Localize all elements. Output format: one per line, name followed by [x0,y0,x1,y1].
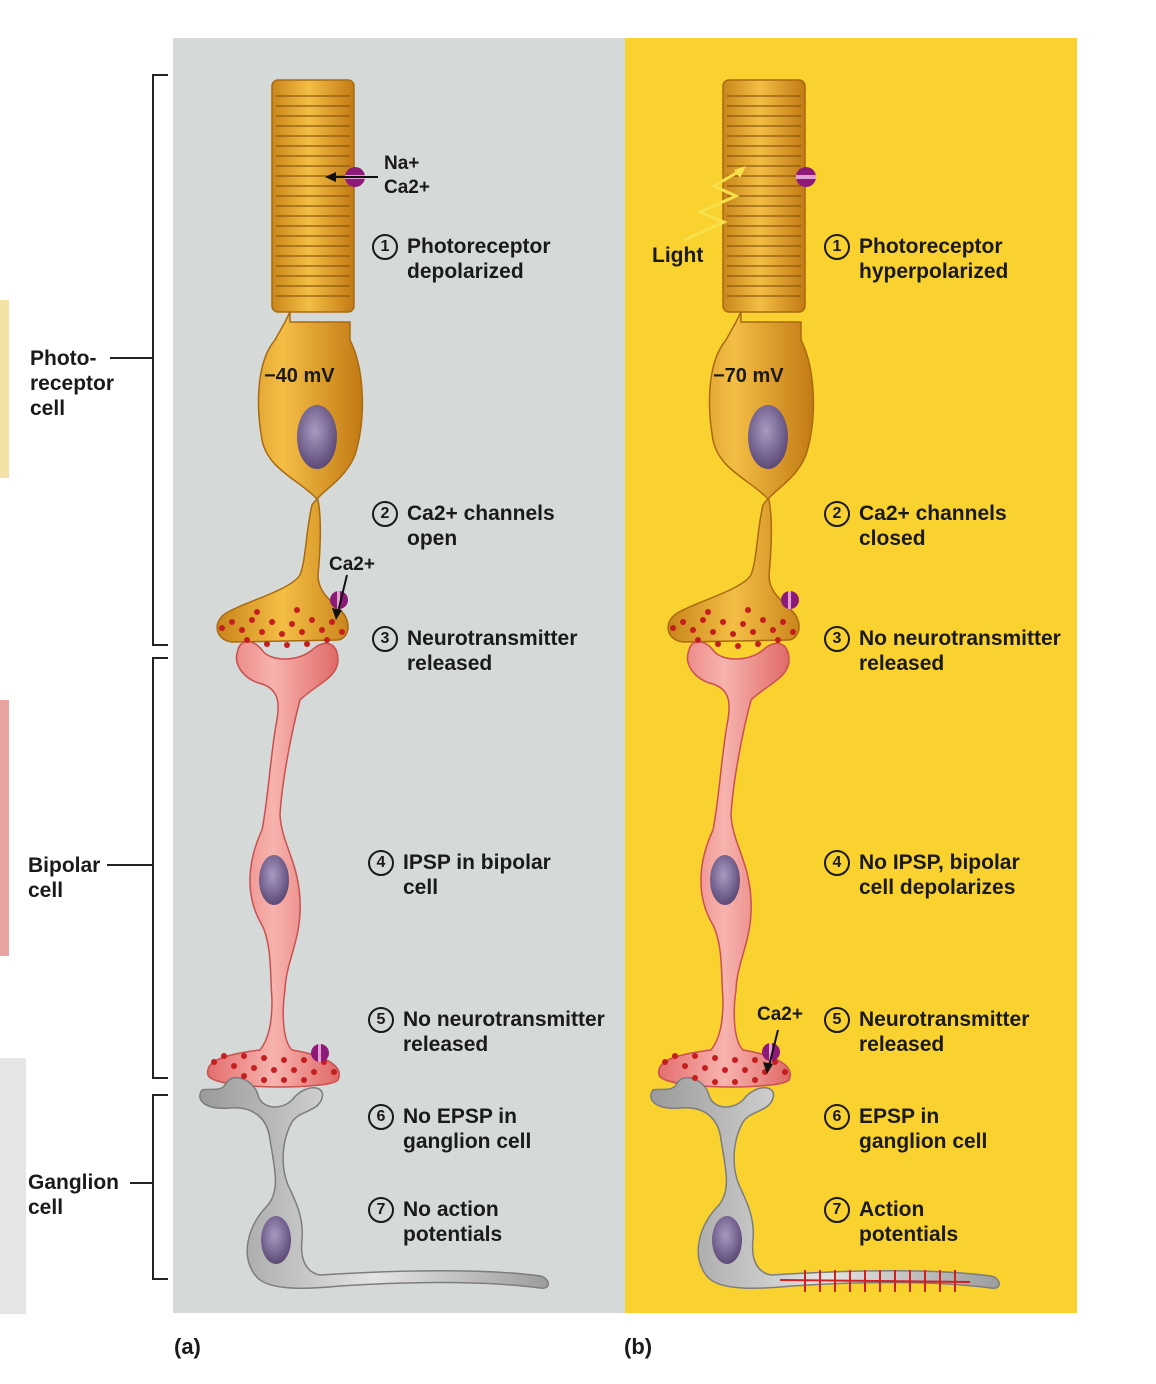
bipolar-bracket [152,657,168,1079]
ca-label-b: Ca2+ [757,1004,803,1025]
ganglion-bracket [152,1094,168,1280]
ganglion-band [0,1058,26,1314]
vesicles-a-top [219,607,345,648]
bipolar-cell-label: Bipolar cell [28,854,101,902]
light-label: Light [652,244,704,267]
ca-label-a: Ca2+ [329,554,375,575]
panel-b-label: (b) [624,1334,653,1359]
panel-a-label: (a) [174,1334,201,1359]
photoreceptor-cell-label: Photo- receptor cell [30,347,115,420]
ganglion-cell-label: Ganglion cell [28,1171,119,1219]
voltage-label-a: −40 mV [264,365,335,387]
photoreceptor-leader-line [110,357,152,359]
voltage-label-b: −70 mV [713,365,784,387]
photoreceptor-band [0,300,9,478]
bipolar-leader-line [107,864,152,866]
ganglion-leader-line [130,1182,152,1184]
ion-label-a: Na+ Ca2+ [384,153,430,198]
photoreceptor-bracket [152,74,168,646]
bipolar-band [0,700,9,956]
